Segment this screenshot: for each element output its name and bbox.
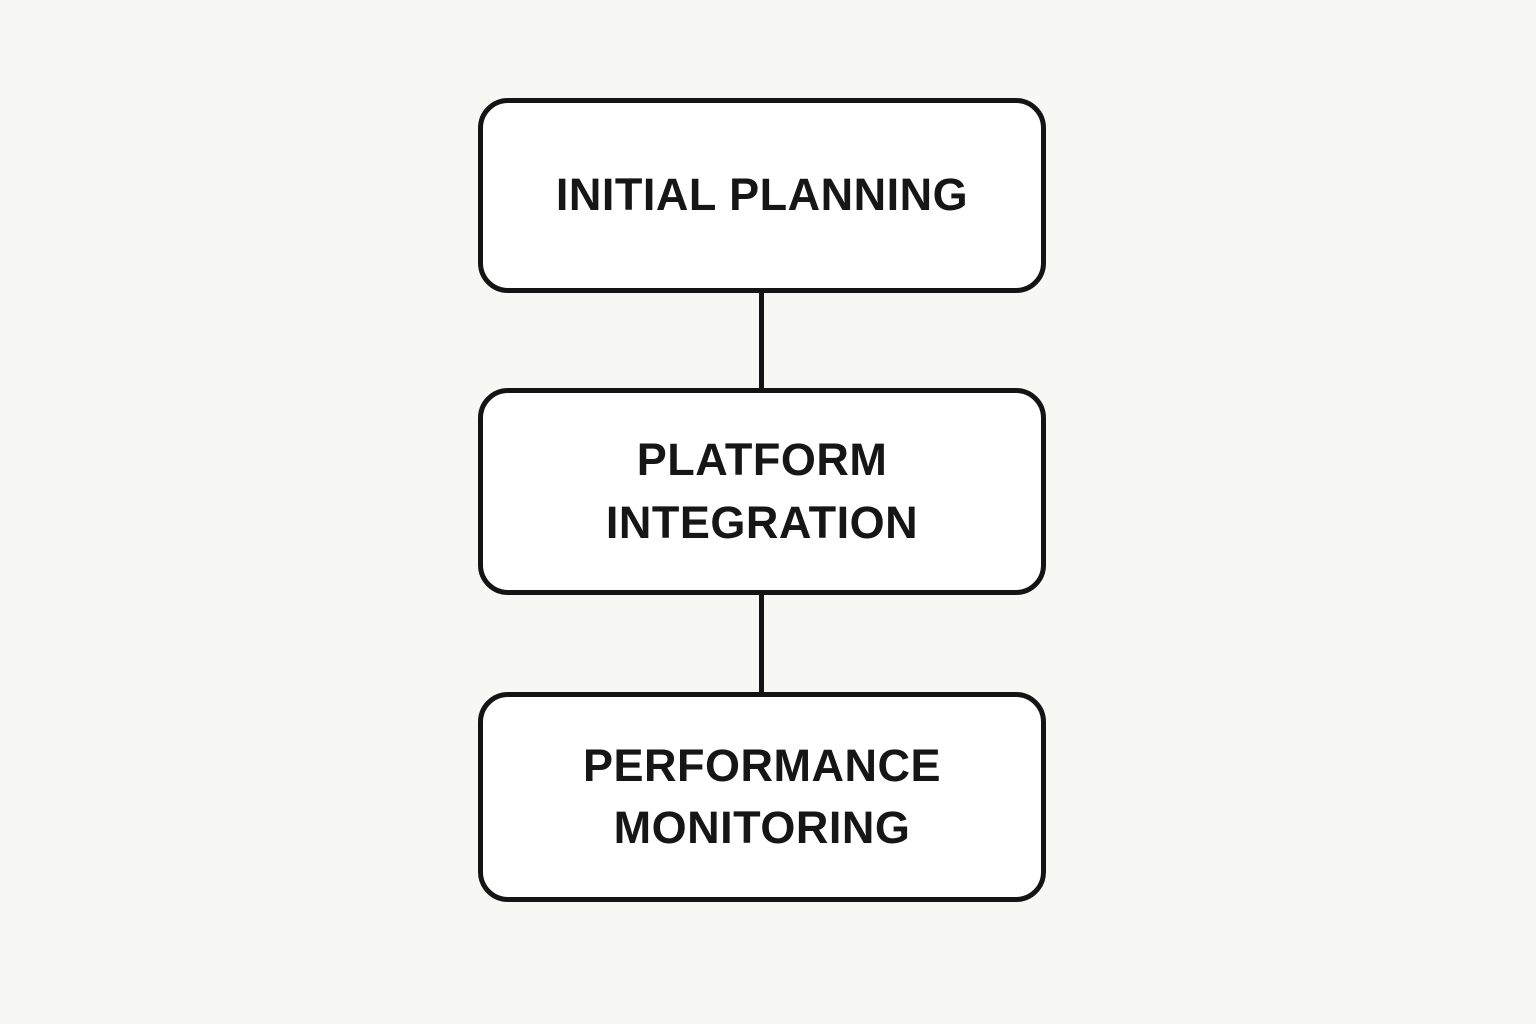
flow-node-performance-monitoring: PERFORMANCE MONITORING bbox=[478, 692, 1046, 902]
connector-line-1 bbox=[759, 292, 764, 389]
flow-node-initial-planning: INITIAL PLANNING bbox=[478, 98, 1046, 293]
flow-node-platform-integration: PLATFORM INTEGRATION bbox=[478, 388, 1046, 595]
node-label-performance-monitoring: PERFORMANCE MONITORING bbox=[582, 739, 941, 853]
node-label-initial-planning: INITIAL PLANNING bbox=[555, 169, 969, 221]
connector-line-2 bbox=[759, 594, 764, 693]
node-label-platform-integration: PLATFORM INTEGRATION bbox=[605, 434, 919, 548]
